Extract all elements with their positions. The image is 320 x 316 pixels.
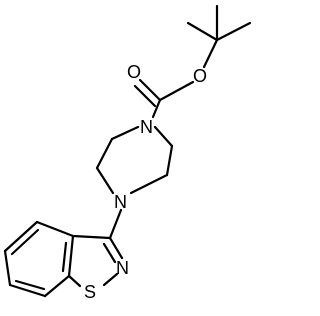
bond-pip-c3-n4 xyxy=(95,166,115,195)
bond-tbu-methyl-right xyxy=(215,21,252,42)
bond-pip-n4-c5 xyxy=(129,173,169,195)
atom-label-ester-oxygen: O xyxy=(193,66,207,86)
atom-label-piperazine-n-top: N xyxy=(140,117,153,137)
bond-c3-n-double-a xyxy=(108,236,124,260)
bond-carbonyl-double-b xyxy=(133,84,157,108)
bond-pip-c2-c3 xyxy=(95,137,114,170)
atom-label-isothiazole-n: N xyxy=(116,258,129,278)
bond-pip-n1-c2 xyxy=(110,125,140,141)
bond-carbonyl-double-a xyxy=(138,78,162,102)
bond-n-s xyxy=(102,272,119,287)
bond-pip-c6-n1 xyxy=(153,125,174,148)
bond-c3a-c4 xyxy=(35,220,75,238)
atom-label-carbonyl-oxygen: O xyxy=(127,62,141,82)
molecule-structure: O O N N N S xyxy=(3,4,252,302)
bond-aromatic-inner-1 xyxy=(10,228,40,256)
bond-c3a-c7a xyxy=(67,234,75,278)
bond-carbonyl-to-n xyxy=(151,98,162,119)
bonds xyxy=(3,4,252,298)
bond-aromatic-inner-2 xyxy=(14,279,46,291)
atom-label-piperazine-n-bottom: N xyxy=(114,192,127,212)
bond-pip-c5-c6 xyxy=(165,144,174,177)
bond-s-c7a xyxy=(67,274,82,288)
bond-c5-c6 xyxy=(3,249,12,287)
bond-n-to-c3 xyxy=(108,208,123,240)
atom-label-isothiazole-s: S xyxy=(84,282,96,302)
bond-aromatic-inner-3 xyxy=(61,241,68,273)
atom-labels: O O N N N S xyxy=(84,62,207,302)
bond-oxygen-to-carbonyl xyxy=(158,80,195,102)
bond-tbu-to-oxygen xyxy=(202,38,219,69)
bond-c4-c5 xyxy=(3,220,39,253)
bond-c7-c7a xyxy=(43,274,71,298)
bond-tbu-methyl-left xyxy=(186,21,219,42)
bond-c6-c7 xyxy=(8,283,47,298)
bond-c3-n-double-b xyxy=(102,242,117,264)
bond-c3-c3a xyxy=(71,234,112,240)
